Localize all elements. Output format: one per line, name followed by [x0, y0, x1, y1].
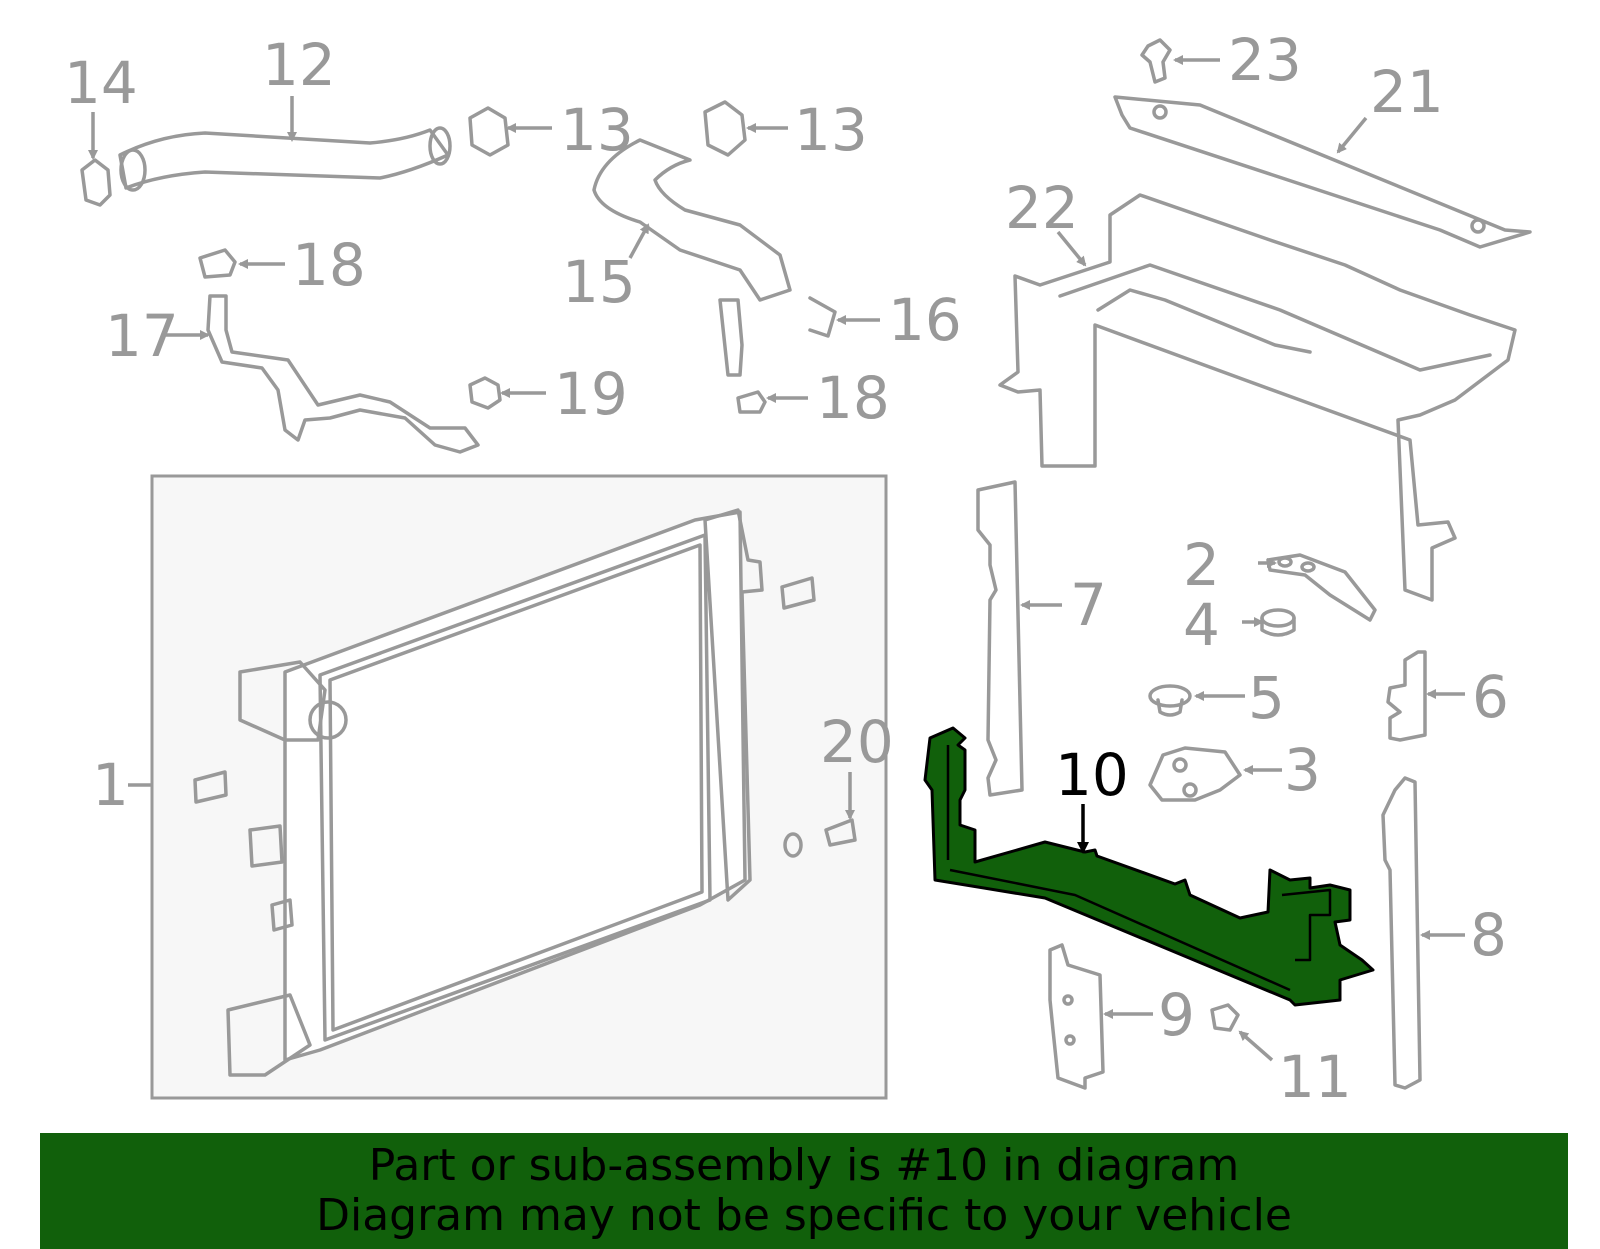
part-14-clamp [80, 158, 112, 207]
leader-lines [88, 55, 1465, 1062]
part-3-mount [1148, 746, 1242, 802]
callout-15: 15 [562, 248, 636, 316]
part-16-clip [808, 296, 837, 338]
callout-10: 10 [1055, 741, 1129, 809]
part-13-clamp-a [468, 106, 510, 157]
callout-14: 14 [64, 49, 138, 117]
part-15-lower-hose [592, 138, 792, 377]
callout-5: 5 [1248, 664, 1285, 732]
part-12-upper-hose [118, 126, 452, 192]
banner-line-part-number: Part or sub-assembly is #10 in diagram [368, 1140, 1240, 1191]
callout-20: 20 [820, 708, 894, 776]
callout-18b: 18 [816, 364, 890, 432]
part-9-bracket [1048, 943, 1105, 1090]
callout-7: 7 [1070, 571, 1107, 639]
part-7-air-baffle [976, 480, 1024, 797]
callout-3: 3 [1284, 736, 1321, 804]
callout-2: 2 [1183, 531, 1220, 599]
callout-8: 8 [1470, 901, 1507, 969]
callout-23: 23 [1228, 26, 1302, 94]
part-5-grommet [1148, 684, 1192, 717]
part-23-pushpin [1140, 38, 1172, 84]
part-21-upper-bar [1113, 95, 1532, 249]
callout-6: 6 [1472, 663, 1509, 731]
callout-4: 4 [1183, 591, 1220, 659]
part-11-clip [1210, 1003, 1240, 1032]
part-22-radiator-support [998, 193, 1517, 602]
part-18-clip-a [198, 248, 237, 279]
part-19-clip [468, 376, 502, 410]
callout-13a: 13 [560, 96, 634, 164]
part-13-clamp-b [703, 100, 747, 157]
callout-16: 16 [888, 286, 962, 354]
part-8-air-baffle [1381, 776, 1422, 1090]
callout-labels: 1 2 3 4 5 6 7 8 9 10 11 12 13 13 14 15 1… [64, 26, 1509, 1111]
callout-22: 22 [1005, 174, 1079, 242]
callout-12: 12 [262, 31, 336, 99]
callout-18a: 18 [292, 231, 366, 299]
callout-13b: 13 [794, 96, 868, 164]
part-1-radiator [193, 508, 857, 1077]
callout-9: 9 [1158, 981, 1195, 1049]
banner-line-disclaimer: Diagram may not be specific to your vehi… [316, 1190, 1292, 1241]
callout-1: 1 [92, 751, 129, 819]
part-2-bracket [1266, 553, 1377, 622]
part-4-insulator [1260, 608, 1296, 637]
callout-19: 19 [554, 360, 628, 428]
callout-17: 17 [105, 302, 179, 370]
callout-21: 21 [1370, 58, 1444, 126]
part-17-tube [206, 294, 480, 454]
part-10-air-deflector-highlighted[interactable] [923, 726, 1375, 1007]
part-18-clip-b [736, 390, 767, 414]
part-6-bracket [1386, 650, 1427, 742]
callout-11: 11 [1278, 1043, 1352, 1111]
info-banner: Part or sub-assembly is #10 in diagram D… [40, 1133, 1568, 1249]
